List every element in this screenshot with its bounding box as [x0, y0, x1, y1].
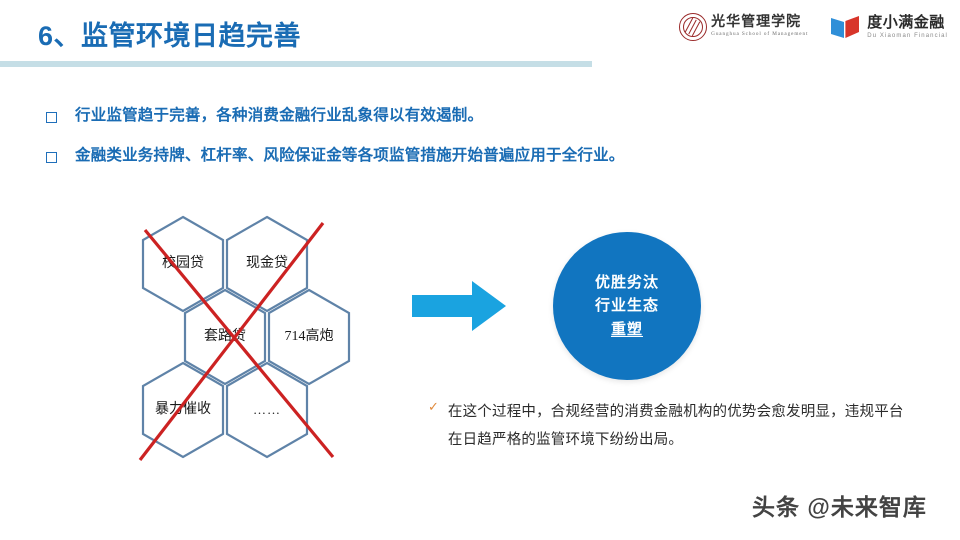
square-bullet-icon [46, 112, 57, 123]
outcome-circle: 优胜劣汰 行业生态 重塑 [553, 232, 701, 380]
bullet-list: 行业监管趋于完善，各种消费金融行业乱象得以有效遏制。 金融类业务持牌、杠杆率、风… [46, 106, 906, 186]
check-icon: ✓ [428, 399, 439, 414]
duxiaoman-book-icon [830, 15, 860, 39]
hexagon-cell: …… [224, 361, 310, 459]
bullet-item: 金融类业务持牌、杠杆率、风险保证金等各项监管措施开始普遍应用于全行业。 [46, 146, 906, 166]
guanghua-name-en: Guanghua School of Management [711, 31, 809, 38]
hexagon-label: 714高炮 [284, 328, 334, 344]
guanghua-name-cn: 光华管理学院 [711, 15, 802, 31]
duxiaoman-logo: 度小满金融 Du Xiaoman Financial [830, 15, 948, 39]
duxiaoman-name-en: Du Xiaoman Financial [867, 33, 948, 39]
outcome-line: 优胜劣汰 [594, 274, 659, 292]
guanghua-logo: 光华管理学院 Guanghua School of Management [679, 13, 808, 41]
hexagon-label: 现金贷 [246, 255, 288, 271]
note-text: 在这个过程中，合规经营的消费金融机构的优势会愈发明显，违规平台在日趋严格的监管环… [447, 404, 904, 449]
hexagon-cluster: 校园贷 现金贷 套路贷 714高炮 暴力催收 …… [118, 205, 388, 465]
page-title: 6、监管环境日趋完善 [38, 21, 302, 51]
hexagon-cell: 暴力催收 [140, 361, 226, 459]
arrow-right-icon [410, 278, 510, 334]
bullet-item: 行业监管趋于完善，各种消费金融行业乱象得以有效遏制。 [46, 106, 906, 126]
bullet-text: 金融类业务持牌、杠杆率、风险保证金等各项监管措施开始普遍应用于全行业。 [75, 147, 625, 165]
watermark: 头条 @未来智库 [752, 488, 927, 522]
hexagon-label: 套路贷 [204, 328, 246, 344]
outcome-line: 重塑 [610, 320, 643, 338]
square-bullet-icon [46, 152, 57, 164]
bullet-text: 行业监管趋于完善，各种消费金融行业乱象得以有效遏制。 [75, 107, 484, 124]
hexagon-label: 暴力催收 [155, 401, 211, 417]
hexagon-label: …… [253, 401, 281, 417]
outcome-line: 行业生态 [594, 297, 659, 315]
title-divider [0, 61, 592, 67]
watermark-text: 头条 @未来智库 [752, 494, 927, 520]
note-block: ✓ 在这个过程中，合规经营的消费金融机构的优势会愈发明显，违规平台在日趋严格的监… [428, 398, 908, 455]
duxiaoman-name-cn: 度小满金融 [867, 14, 945, 31]
logo-group: 光华管理学院 Guanghua School of Management 度小满… [679, 13, 948, 41]
duxiaoman-wordmark: 度小满金融 Du Xiaoman Financial [867, 15, 948, 39]
hexagon-label: 校园贷 [162, 255, 204, 271]
guanghua-wordmark: 光华管理学院 Guanghua School of Management [711, 16, 808, 37]
guanghua-seal-icon [679, 13, 708, 41]
